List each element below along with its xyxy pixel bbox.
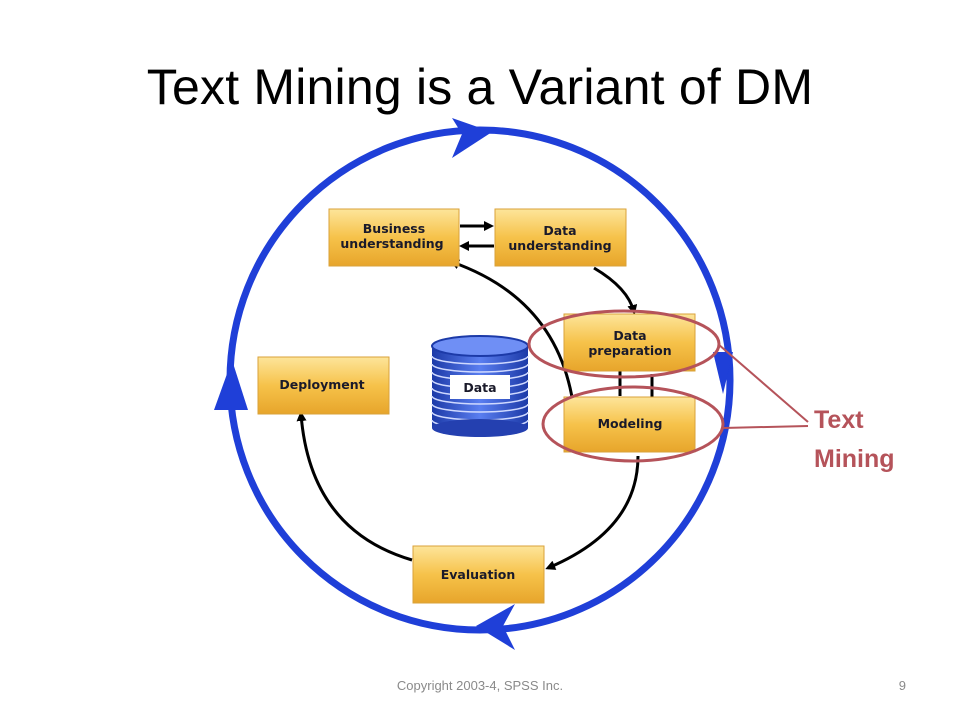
box-modeling: Modeling [563, 396, 696, 453]
arrow-inner-to-bu [449, 259, 576, 411]
svg-text:Data: Data [613, 328, 646, 343]
footer-copyright: Copyright 2003-4, SPSS Inc. [396, 678, 564, 693]
outer-arrow-left [214, 360, 248, 410]
box-evaluation: Evaluation [412, 545, 545, 604]
box-business-understanding: Business understanding [328, 208, 460, 267]
slide-title: Text Mining is a Variant of DM [146, 59, 814, 115]
svg-text:Deployment: Deployment [279, 377, 364, 392]
arrow-eval-to-deploy [296, 411, 413, 562]
svg-text:Business: Business [363, 221, 425, 236]
svg-text:Modeling: Modeling [598, 416, 663, 431]
outer-arrow-bottom [476, 604, 515, 650]
highlight-line-modeling [722, 425, 809, 429]
outer-arrow-top [452, 118, 492, 158]
svg-text:understanding: understanding [508, 238, 611, 253]
outer-arrow-right [713, 352, 733, 394]
arrow-mod-to-eval [545, 455, 640, 570]
page-number: 9 [898, 678, 906, 693]
svg-text:Data: Data [543, 223, 576, 238]
text-mining-highlight: Text Mining [527, 309, 895, 473]
svg-text:understanding: understanding [340, 236, 443, 251]
box-deployment: Deployment [257, 356, 390, 415]
inner-arrows [296, 221, 657, 570]
highlight-line-preparation [717, 343, 809, 423]
box-data-understanding: Data understanding [494, 208, 627, 267]
text-mining-label-line1: Text [814, 406, 864, 434]
outer-cycle [214, 118, 734, 650]
svg-text:preparation: preparation [588, 343, 671, 358]
data-store: Data [431, 335, 529, 437]
text-mining-label-line2: Mining [814, 445, 895, 473]
svg-text:Evaluation: Evaluation [441, 567, 516, 582]
arrow-du-to-dp [593, 266, 638, 315]
data-store-label: Data [463, 380, 496, 395]
box-data-preparation: Data preparation [563, 313, 696, 372]
highlight-ellipse-modeling [541, 385, 725, 463]
